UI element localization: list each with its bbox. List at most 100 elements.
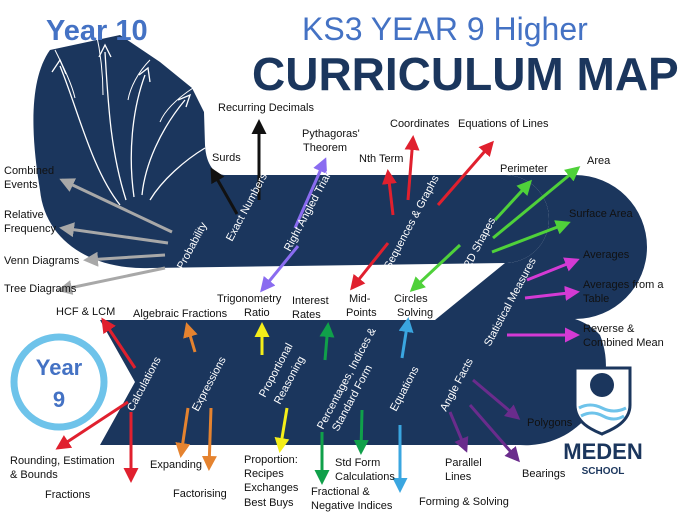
arrow-pythagoras	[293, 157, 328, 229]
topic-labels: Recurring Decimals Surds Pythagoras' The…	[4, 102, 664, 512]
topic-combined-2: Events	[4, 179, 38, 191]
topic-recurring-decimals: Recurring Decimals	[218, 102, 314, 114]
arrow-venn	[83, 251, 166, 267]
year9-badge-line2: 9	[53, 387, 65, 412]
label-mid-2: Points	[346, 307, 377, 319]
topic-frac-neg-1: Fractional &	[311, 486, 370, 498]
topic-combined-1: Combined	[4, 165, 54, 177]
fan-arrows	[51, 43, 206, 206]
topic-relative-2: Frequency	[4, 223, 56, 235]
label-interest-2: Rates	[292, 309, 321, 321]
fan-arrowhead-1	[51, 58, 67, 75]
topic-surface-area: Surface Area	[569, 208, 633, 220]
topic-relative-1: Relative	[4, 209, 44, 221]
topic-proportion-3: Exchanges	[244, 482, 299, 494]
topic-hcf-lcm: HCF & LCM	[56, 306, 115, 318]
arrow-factorising	[201, 407, 217, 471]
topic-averages-table-1: Averages from a	[583, 279, 664, 291]
arrow-averages	[526, 257, 580, 282]
white-lane-labels: Algebraic Fractions Trigonometry Ratio I…	[133, 293, 433, 321]
topic-coordinates: Coordinates	[390, 118, 450, 130]
fan-arrowhead-3	[138, 66, 151, 83]
arrow-parallel-lines	[448, 411, 469, 453]
road	[33, 31, 647, 446]
arrow-averages-table	[524, 285, 580, 301]
arrow-rounding	[55, 400, 129, 450]
topic-frac-neg-2: Negative Indices	[311, 500, 393, 512]
fan-arrow-5	[149, 147, 206, 201]
topic-pythagoras-1: Pythagoras'	[302, 128, 360, 140]
topic-averages-table-2: Table	[583, 293, 609, 305]
school-sub: SCHOOL	[582, 466, 625, 477]
topic-equations-of-lines: Equations of Lines	[458, 118, 549, 130]
topic-polygons: Polygons	[527, 417, 573, 429]
topic-proportion-1: Proportion:	[244, 454, 298, 466]
topic-pythagoras-2: Theorem	[303, 142, 347, 154]
topic-proportion-4: Best Buys	[244, 497, 294, 509]
arrow-surface-area	[491, 220, 571, 254]
arrow-nth-term	[381, 169, 397, 216]
arrow-equations-of-lines	[436, 140, 494, 206]
year9-badge-ring	[10, 333, 108, 431]
topic-factorising: Factorising	[173, 488, 227, 500]
arrow-expanding	[175, 407, 191, 458]
fan-arrow-1	[59, 65, 121, 206]
fan-outline-4	[159, 87, 194, 123]
arrow-algebraic-fractions	[183, 322, 198, 353]
arrow-polygons	[472, 378, 521, 420]
arrow-surds	[210, 167, 239, 215]
fan-outline-2	[95, 31, 104, 96]
fan-outline-1	[54, 49, 76, 99]
topic-surds: Surds	[212, 152, 241, 164]
arrow-relative-frequency	[59, 222, 169, 245]
topic-parallel-2: Lines	[445, 471, 472, 483]
topic-reverse-1: Reverse &	[583, 323, 635, 335]
arrow-combined-events	[59, 178, 173, 234]
title-line2: CURRICULUM MAP	[252, 48, 679, 100]
crest-waves-icon	[578, 403, 627, 421]
topic-tree: Tree Diagrams	[4, 283, 77, 295]
arrow-hcf-lcm	[101, 317, 137, 369]
year9-badge-line1: Year	[36, 355, 83, 380]
arrow-mid-points	[350, 242, 390, 291]
topic-area: Area	[587, 155, 611, 167]
arrow-coordinates	[404, 135, 420, 201]
topic-averages: Averages	[583, 249, 630, 261]
fan-arrowhead-2	[98, 43, 112, 58]
school-name: MEDEN	[563, 439, 642, 464]
fan-arrow-3	[130, 74, 146, 198]
arrow-circles	[409, 243, 462, 293]
fan-arrowhead-4	[177, 93, 192, 108]
arrow-tree	[57, 266, 166, 295]
road-lower	[100, 175, 647, 446]
arrow-perimeter	[493, 179, 533, 222]
fan-arrow-2	[104, 51, 127, 201]
title-line1: KS3 YEAR 9 Higher	[302, 11, 588, 47]
topic-expanding: Expanding	[150, 459, 202, 471]
topic-parallel-1: Parallel	[445, 457, 482, 469]
arrow-interest-rates	[319, 322, 335, 361]
year9-badge: Year 9	[10, 333, 108, 431]
label-interest-1: Interest	[292, 295, 329, 307]
topic-fractions: Fractions	[45, 489, 91, 501]
topic-forming: Forming & Solving	[419, 496, 509, 508]
label-mid-1: Mid-	[349, 293, 371, 305]
arrow-proportion	[274, 407, 290, 453]
label-circles-1: Circles	[394, 293, 428, 305]
topic-venn: Venn Diagrams	[4, 255, 80, 267]
topic-bearings: Bearings	[522, 468, 566, 480]
topic-rounding-2: & Bounds	[10, 469, 58, 481]
arrow-std-form	[353, 409, 369, 455]
label-algebraic-fractions: Algebraic Fractions	[133, 308, 228, 320]
topic-rounding-1: Rounding, Estimation	[10, 455, 115, 467]
label-trig-2: Ratio	[244, 307, 270, 319]
label-circles-2: Solving	[397, 307, 433, 319]
topic-reverse-2: Combined Mean	[583, 337, 664, 349]
crest-tree-icon	[590, 373, 614, 397]
topic-nth-term: Nth Term	[359, 153, 403, 165]
label-trig-1: Trigonometry	[217, 293, 282, 305]
year10-label: Year 10	[46, 15, 148, 47]
road-upper-fan	[33, 35, 549, 269]
